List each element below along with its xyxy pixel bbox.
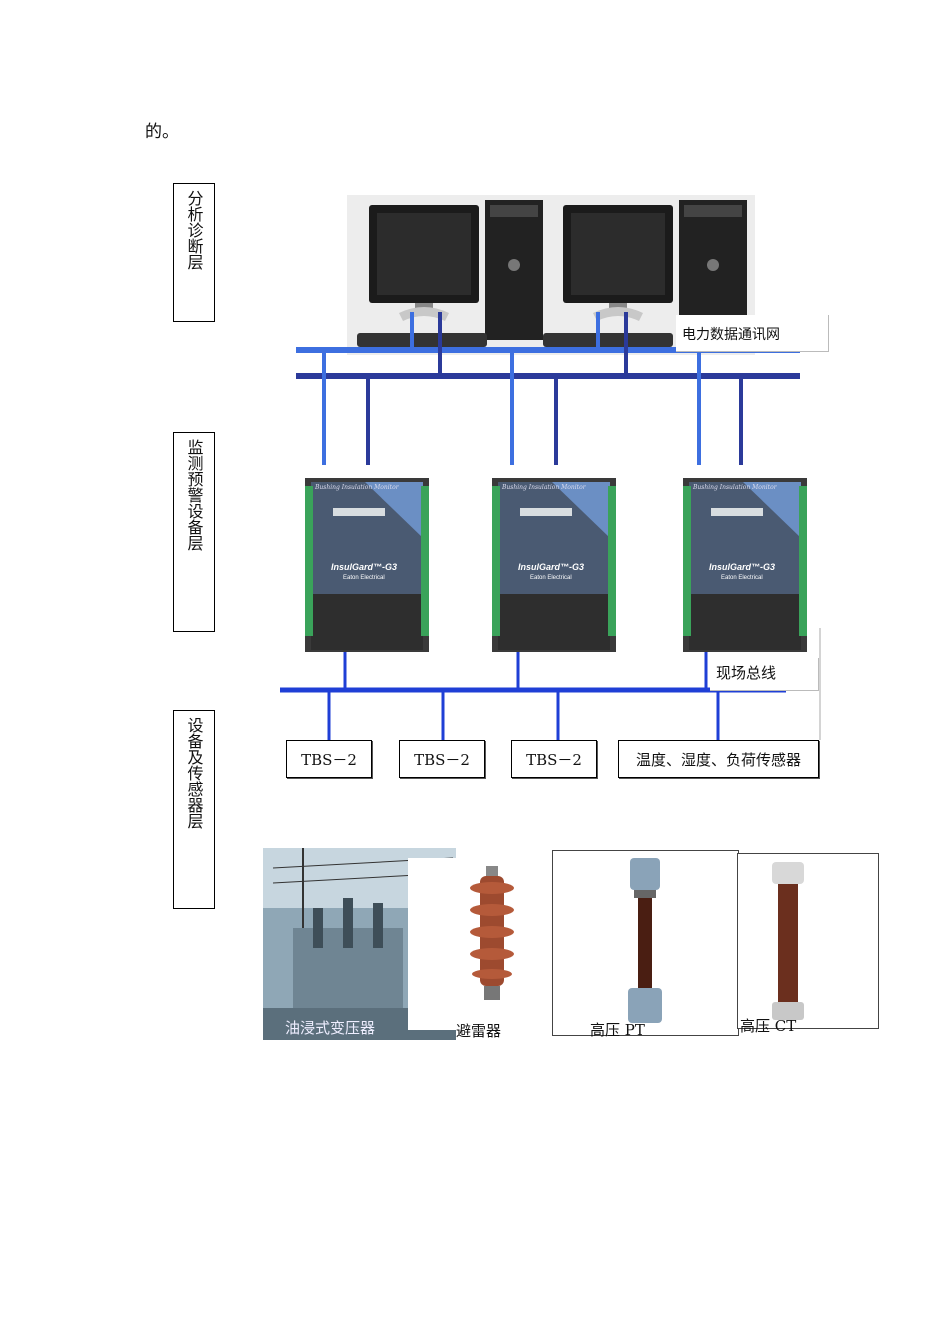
monitor-unit-1-strip: Bushing Insulation Monitor [315,484,399,491]
monitor-unit-2-strip: Bushing Insulation Monitor [502,484,586,491]
workstation-1 [357,200,543,347]
network-lines [280,312,821,740]
monitor-unit-3-strip: Bushing Insulation Monitor [693,484,777,491]
layer-label-analysis-text: 分析诊断层 [184,190,204,270]
intro-text: 的。 [145,122,179,142]
sensor-box-tbs-2: TBS－2 [399,740,485,778]
layer-label-devices: 设备及传感器层 [173,710,215,909]
monitor-unit-3-body [683,478,807,652]
monitor-unit-2-maker: Eaton Electrical [530,575,572,581]
monitor-unit-1: Bushing Insulation Monitor InsulGard™-G3… [305,478,429,652]
photo-arrester [470,866,514,1000]
field-bus-label: 现场总线 [710,658,819,691]
photo-ct-frame [737,853,879,1029]
monitor-unit-2: Bushing Insulation Monitor InsulGard™-G3… [492,478,616,652]
sensor-box-tbs-1: TBS－2 [286,740,372,778]
monitor-unit-1-brand: InsulGard™-G3 [331,562,398,572]
monitor-unit-1-maker: Eaton Electrical [343,575,385,581]
caption-ct: 高压 CT [740,1017,797,1035]
layer-label-monitoring-text: 监测预警设备层 [184,439,204,551]
caption-transformer: 油浸式变压器 [285,1019,376,1037]
monitor-unit-3: Bushing Insulation Monitor InsulGard™-G3… [683,478,807,652]
sensor-box-tbs-3: TBS－2 [511,740,597,778]
caption-arrester: 避雷器 [456,1022,502,1040]
photo-ct [772,862,804,1020]
monitor-unit-2-body [492,478,616,652]
sensor-box-environment: 温度、湿度、负荷传感器 [618,740,819,778]
monitor-unit-3-maker: Eaton Electrical [721,575,763,581]
data-network-label: 电力数据通讯网 [676,315,829,352]
caption-pt: 高压 PT [590,1021,645,1039]
layer-label-analysis: 分析诊断层 [173,183,215,322]
photo-pt [628,858,662,1023]
monitor-unit-3-brand: InsulGard™-G3 [709,562,776,572]
layer-label-monitoring: 监测预警设备层 [173,432,215,632]
layer-label-devices-text: 设备及传感器层 [184,717,204,829]
monitor-unit-1-body [305,478,429,652]
monitor-unit-2-brand: InsulGard™-G3 [518,562,585,572]
